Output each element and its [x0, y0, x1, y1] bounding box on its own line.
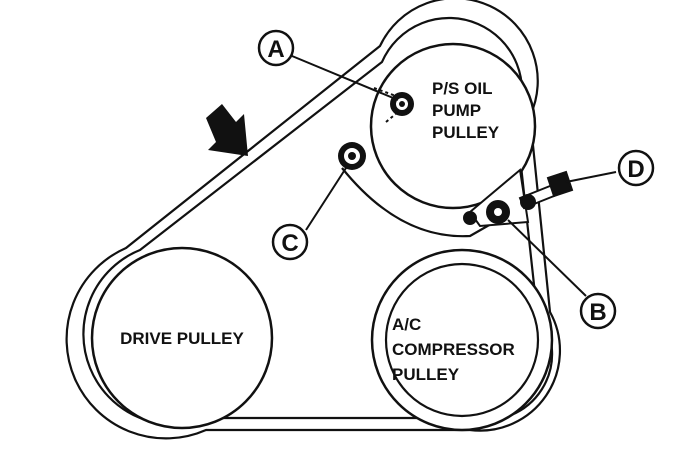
belt-idler-wrap: [341, 167, 499, 238]
drive-belt: [65, 0, 561, 440]
callout-leaders: [291, 55, 617, 297]
callout-a-label: A: [267, 36, 284, 63]
ac-compressor-pulley: A/C COMPRESSOR PULLEY: [370, 248, 554, 432]
leader-c: [305, 167, 347, 231]
callout-c: C: [271, 223, 309, 261]
tensioner-assembly: [463, 168, 574, 228]
ps-oil-pump-pulley: P/S OIL PUMP PULLEY: [369, 42, 537, 210]
ps-pump-label-line3: PULLEY: [432, 123, 500, 142]
leader-a: [291, 55, 399, 101]
belt-outer-edge: [65, 0, 561, 440]
callout-b: B: [579, 292, 617, 330]
callout-a: A: [257, 29, 295, 67]
belt-inner-edge: [82, 16, 554, 426]
callout-b-label: B: [589, 299, 606, 326]
leader-a-dash1: [373, 87, 397, 97]
adjusting-bolt-d: [518, 170, 574, 210]
bracket-bolt: [463, 211, 477, 225]
ps-pump-label-line2: PUMP: [432, 101, 481, 120]
callout-d: D: [617, 149, 655, 187]
ac-label-line2: COMPRESSOR: [392, 340, 515, 359]
ps-pump-label-line1: P/S OIL: [432, 79, 492, 98]
ac-label-line3: PULLEY: [392, 365, 460, 384]
callout-d-label: D: [627, 156, 644, 183]
belt-direction-arrow-icon: [206, 104, 248, 156]
drive-pulley-label: DRIVE PULLEY: [120, 329, 244, 348]
leader-a-dash2: [385, 111, 399, 123]
leader-d: [565, 171, 617, 183]
ac-label-line1: A/C: [392, 315, 421, 334]
callout-c-label: C: [281, 230, 298, 257]
drive-pulley: DRIVE PULLEY: [90, 246, 274, 430]
leader-b: [507, 219, 587, 297]
idler-pulley: [338, 142, 366, 170]
pump-hub-nut: [390, 92, 414, 116]
